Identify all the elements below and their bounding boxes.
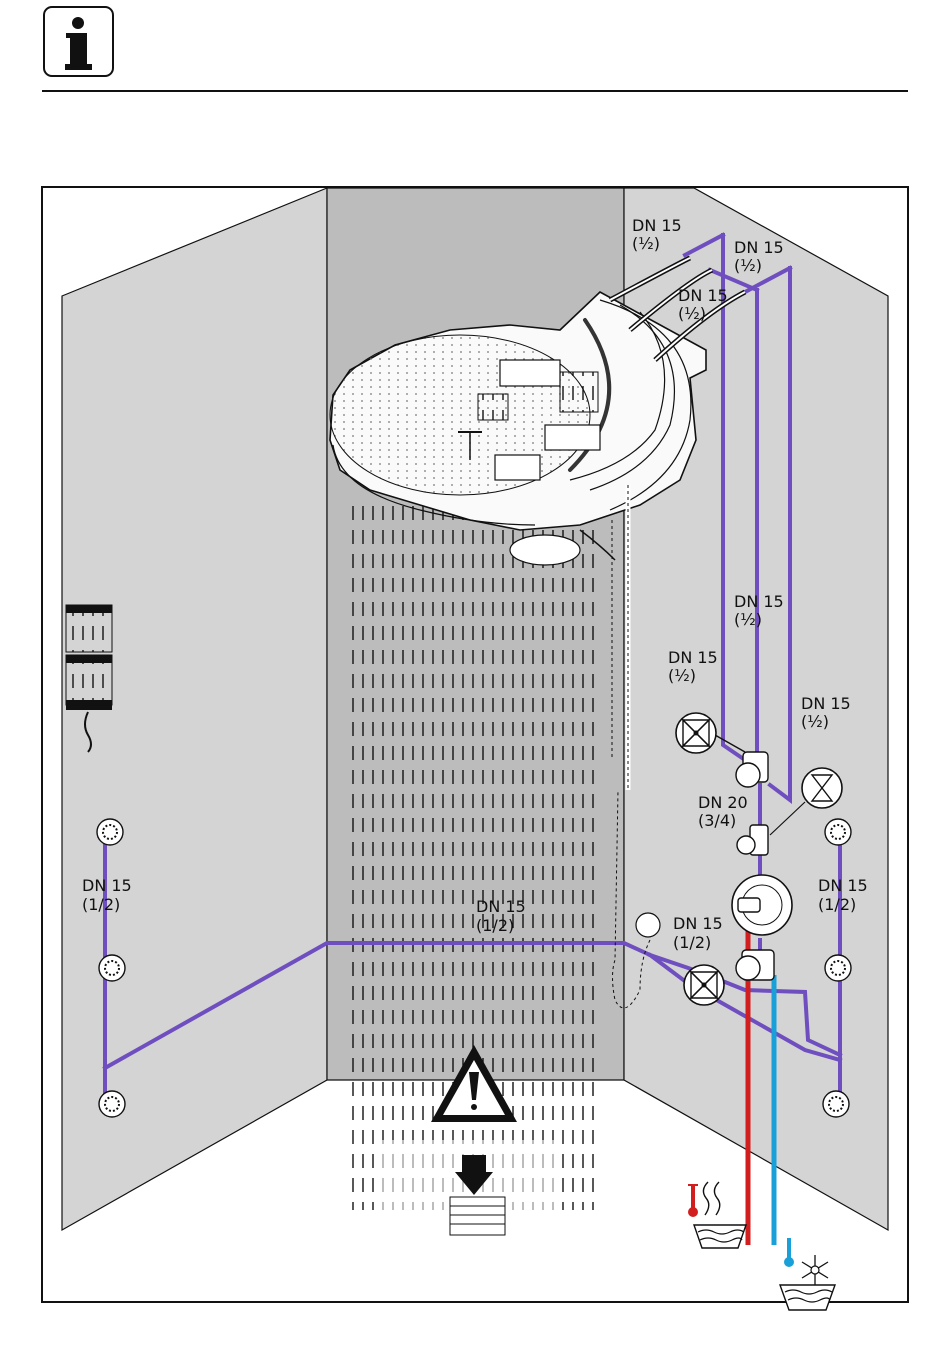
dn-label-mid3: DN 15 [801,694,851,713]
body-spray-jet [823,1091,849,1117]
dn-label-mid2: DN 15 [668,648,718,667]
valve-icon [676,713,716,753]
body-spray-jet [825,955,851,981]
dn-label-top2: DN 15 [734,238,784,257]
dn-label-center-sub: (1/2) [476,916,514,935]
lower-mixing-valve [736,950,774,980]
body-spray-jet [825,819,851,845]
dn-label-top2-sub: (½) [734,256,762,275]
body-spray-jet [97,819,123,845]
dn-label-left: DN 15 [82,876,132,895]
valve-icon [684,965,724,1005]
dn-label-valve: DN 15 [673,914,723,933]
dn-label-mid3-sub: (½) [801,712,829,731]
dn-label-right-sub: (1/2) [818,895,856,914]
dn-label-dn20-sub: (3/4) [698,811,736,830]
thermostat-control [732,875,792,935]
dn-label-top1: DN 15 [632,216,682,235]
dn-label-left-sub: (1/2) [82,895,120,914]
dn-label-top3-sub: (½) [678,304,706,323]
dn-label-mid2-sub: (½) [668,666,696,685]
dn-label-dn20: DN 20 [698,793,748,812]
dn-label-mid1-sub: (½) [734,610,762,629]
dn-label-center: DN 15 [476,897,526,916]
info-icon [44,7,113,76]
dn-label-valve-sub: (1/2) [673,933,711,952]
body-spray-jet [99,1091,125,1117]
dn-label-right: DN 15 [818,876,868,895]
dn-label-top1-sub: (½) [632,234,660,253]
dn-label-top3: DN 15 [678,286,728,305]
body-spray-jet [99,955,125,981]
dn-label-mid1: DN 15 [734,592,784,611]
